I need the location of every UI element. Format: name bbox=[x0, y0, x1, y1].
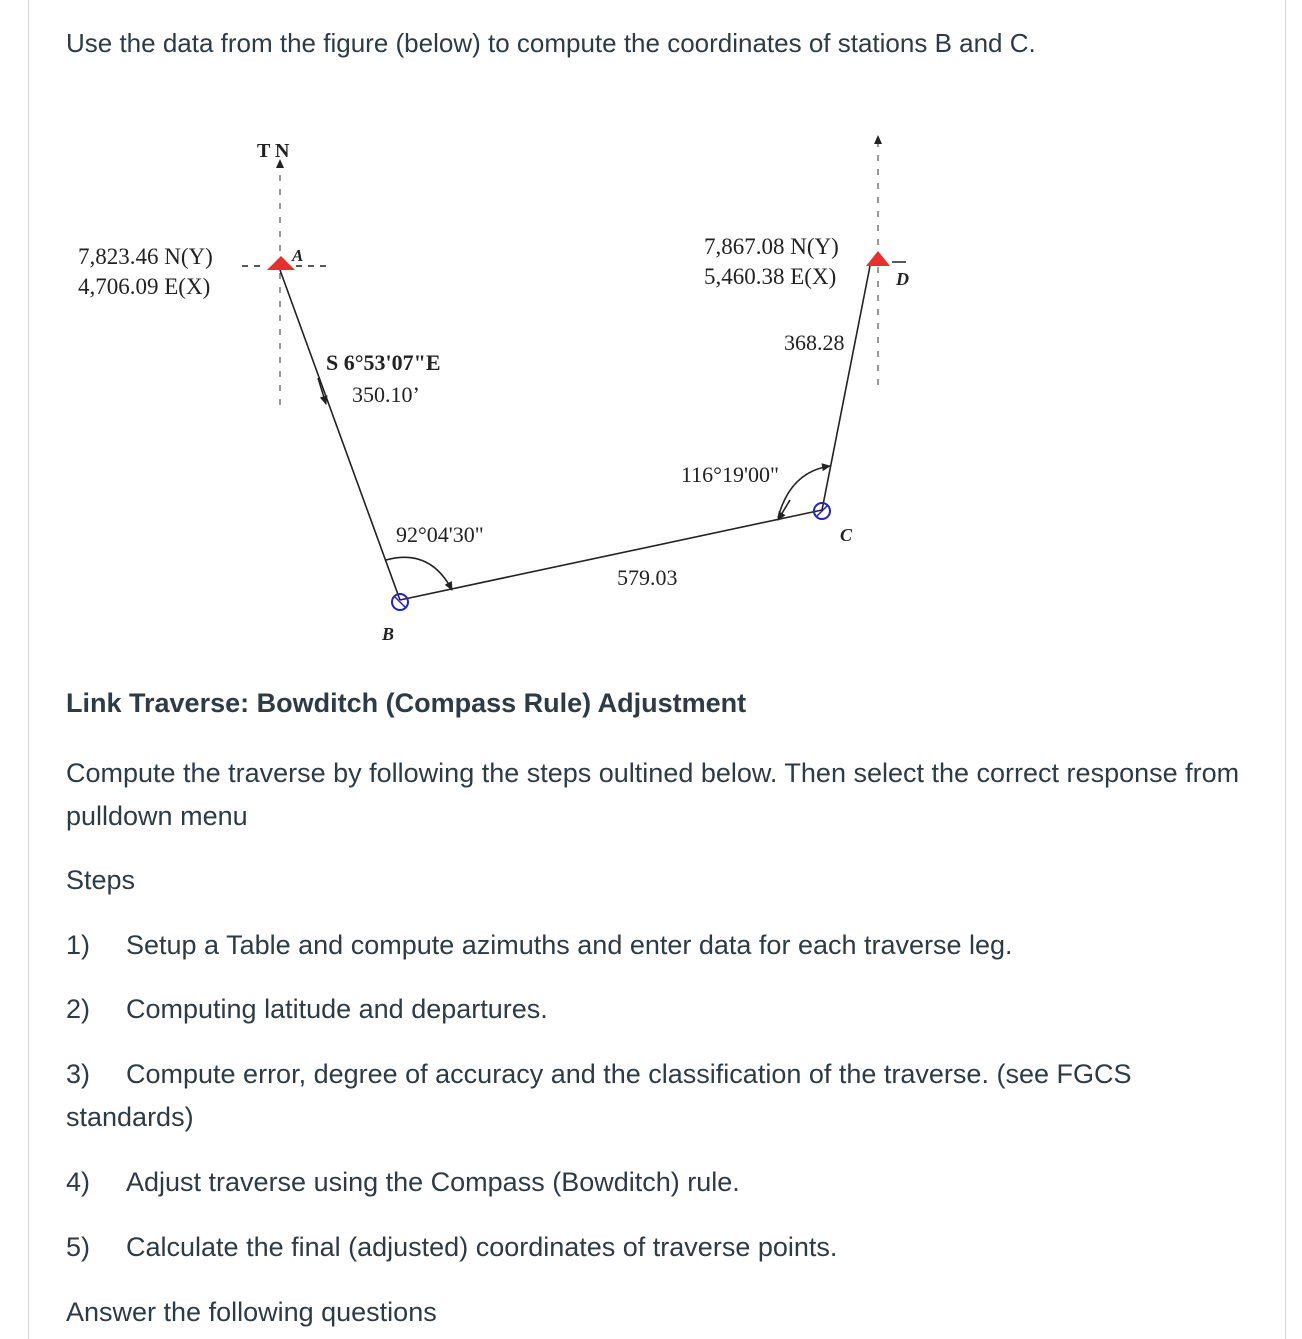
traverse-figure: T N 7,823.46 N(Y) 4,706.09 E(X) A 7,867.… bbox=[78, 135, 909, 644]
step-text: Computing latitude and departures. bbox=[126, 994, 548, 1024]
step-item: 3)Compute error, degree of accuracy and … bbox=[66, 1053, 1246, 1139]
step-item: 5) Calculate the final (adjusted) coordin… bbox=[66, 1226, 1246, 1269]
station-A-easting: 4,706.09 E(X) bbox=[78, 274, 210, 299]
leg-CD-distance: 368.28 bbox=[784, 330, 845, 355]
angle-arc-C bbox=[777, 463, 831, 519]
station-A-northing: 7,823.46 N(Y) bbox=[78, 244, 213, 269]
station-B-marker-tick bbox=[393, 595, 407, 609]
step-item: 2) Computing latitude and departures. bbox=[66, 988, 1246, 1031]
leg-AB-bearing: S 6°53'07"E bbox=[326, 350, 441, 375]
intro-paragraph: Compute the traverse by following the st… bbox=[66, 758, 1240, 831]
step-text: Adjust traverse using the Compass (Bowdi… bbox=[126, 1167, 740, 1197]
step-text: Compute error, degree of accuracy and th… bbox=[66, 1059, 1132, 1132]
leg-AB-distance: 350.10’ bbox=[352, 382, 420, 407]
station-D-marker bbox=[866, 251, 890, 266]
angle-label-C: 116°19'00" bbox=[681, 462, 779, 487]
step-number: 3) bbox=[66, 1059, 91, 1089]
station-C-marker bbox=[813, 502, 831, 520]
step-number: 5) bbox=[66, 1232, 91, 1262]
leg-AB-direction-arrow bbox=[317, 377, 328, 405]
station-C-marker-tick bbox=[815, 504, 829, 518]
station-A-label: A bbox=[291, 246, 303, 265]
step-item: 4) Adjust traverse using the Compass (Bow… bbox=[66, 1161, 1246, 1204]
leg-BC-line bbox=[399, 509, 823, 601]
question-prompt: Use the data from the figure (below) to … bbox=[66, 28, 1036, 58]
north-label-A: T N bbox=[257, 140, 290, 162]
leg-CD-line bbox=[821, 265, 871, 511]
closing-text: Answer the following questions bbox=[66, 1297, 437, 1327]
step-text: Calculate the final (adjusted) coordinat… bbox=[126, 1232, 838, 1262]
section-title: Link Traverse: Bowditch (Compass Rule) A… bbox=[66, 688, 747, 718]
station-D-easting: 5,460.38 E(X) bbox=[704, 264, 836, 289]
angle-arc-B bbox=[385, 556, 453, 591]
angle-arc-C-start-arrow bbox=[777, 499, 791, 521]
station-D-label: D bbox=[895, 269, 909, 289]
step-number: 2) bbox=[66, 994, 91, 1024]
station-A-marker bbox=[267, 256, 295, 270]
station-B-marker bbox=[391, 593, 409, 611]
step-text: Setup a Table and compute azimuths and e… bbox=[126, 930, 1013, 960]
content-frame bbox=[28, 0, 1286, 1339]
angle-label-B: 92°04'30" bbox=[396, 522, 484, 547]
station-C-label: C bbox=[840, 525, 853, 545]
station-B-label: B bbox=[381, 624, 394, 644]
step-number: 4) bbox=[66, 1167, 91, 1197]
station-D-northing: 7,867.08 N(Y) bbox=[704, 234, 839, 259]
leg-AB-line bbox=[279, 269, 401, 601]
steps-heading: Steps bbox=[66, 865, 136, 895]
step-number: 1) bbox=[66, 930, 91, 960]
step-item: 1) Setup a Table and compute azimuths and… bbox=[66, 924, 1246, 967]
leg-BC-distance: 579.03 bbox=[617, 565, 678, 590]
